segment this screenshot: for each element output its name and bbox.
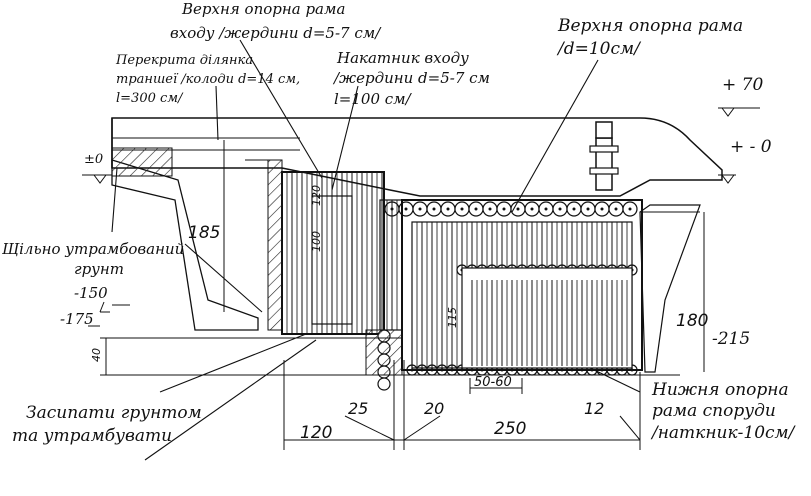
level-pm0-left: ±0 [84, 152, 103, 167]
log-core [404, 207, 408, 211]
label-top-frame-main-2: /d=10см/ [556, 39, 642, 59]
log-core [628, 207, 632, 211]
entrance-section [245, 159, 385, 335]
level-pm0-right: + - 0 [730, 137, 772, 157]
label-compacted-2: грунт [74, 260, 124, 278]
log-core [488, 207, 492, 211]
dim-100: 100 [310, 231, 323, 252]
log-core [446, 207, 450, 211]
log-core [460, 207, 464, 211]
level-m150: -150 [74, 284, 108, 302]
dim-12: 12 [584, 399, 604, 418]
log [377, 377, 391, 391]
label-trench-cover-3: l=300 см/ [116, 91, 184, 106]
dim-25: 25 [348, 399, 368, 418]
log-core [502, 207, 506, 211]
label-top-frame-entrance-2: входу /жердини d=5-7 см/ [170, 24, 382, 42]
main-chamber [365, 199, 643, 376]
trench-wall-left [111, 147, 259, 331]
dim-120-vertical: 120 [310, 185, 323, 206]
log-core [418, 207, 422, 211]
label-bottom-frame-2: рама споруди [652, 401, 776, 421]
log-core [432, 207, 436, 211]
label-trench-cover-1: Перекрита ділянка [115, 53, 253, 68]
label-top-frame-entrance-1: Верхня опорна рама [181, 0, 345, 18]
label-bottom-frame-3: /наткник-10см/ [650, 423, 797, 443]
level-m175: -175 [60, 310, 94, 328]
label-top-frame-main-1: Верхня опорна рама [557, 16, 743, 36]
dim-50-60: 50-60 [474, 375, 512, 390]
label-backfill-2: та утрамбувати [12, 426, 172, 446]
level-markers [82, 107, 760, 327]
vent-post [589, 121, 619, 191]
label-bottom-frame-1: Нижня опорна [651, 380, 789, 400]
label-trench-cover-2: траншеї /колоди d=14 см, [116, 72, 300, 87]
dim-185: 185 [188, 223, 220, 243]
label-backfill-1: Засипати грунтом [26, 403, 202, 423]
level-m215: -215 [712, 329, 750, 349]
log-core [586, 207, 590, 211]
text-labels: Верхня опорна рама входу /жердини d=5-7 … [2, 0, 797, 446]
log-core [600, 207, 604, 211]
log-core [516, 207, 520, 211]
level-labels: + 70 + - 0 ±0 -150 -175 -215 [60, 75, 772, 349]
dim-120: 120 [300, 423, 332, 443]
label-entrance-roll-2: /жердини d=5-7 см [332, 69, 490, 87]
dim-180: 180 [676, 311, 708, 331]
dim-40: 40 [90, 348, 103, 362]
log-core [474, 207, 478, 211]
log-core [614, 207, 618, 211]
log-core [544, 207, 548, 211]
ground-line-right [639, 179, 722, 373]
log-core [530, 207, 534, 211]
level-plus70: + 70 [722, 75, 763, 95]
dim-115: 115 [446, 307, 459, 328]
dimension-lines [105, 140, 705, 450]
label-compacted-1: Щільно утрамбований [2, 240, 184, 258]
dim-250: 250 [494, 419, 526, 439]
ground-mound [111, 117, 723, 197]
dim-20: 20 [424, 399, 444, 418]
label-entrance-roll-1: Накатник входу [336, 49, 469, 67]
log-core [558, 207, 562, 211]
log-core [572, 207, 576, 211]
dimension-labels: 185 180 40 120 25 20 250 12 50-60 115 10… [90, 185, 708, 443]
label-entrance-roll-3: l=100 см/ [334, 90, 413, 108]
